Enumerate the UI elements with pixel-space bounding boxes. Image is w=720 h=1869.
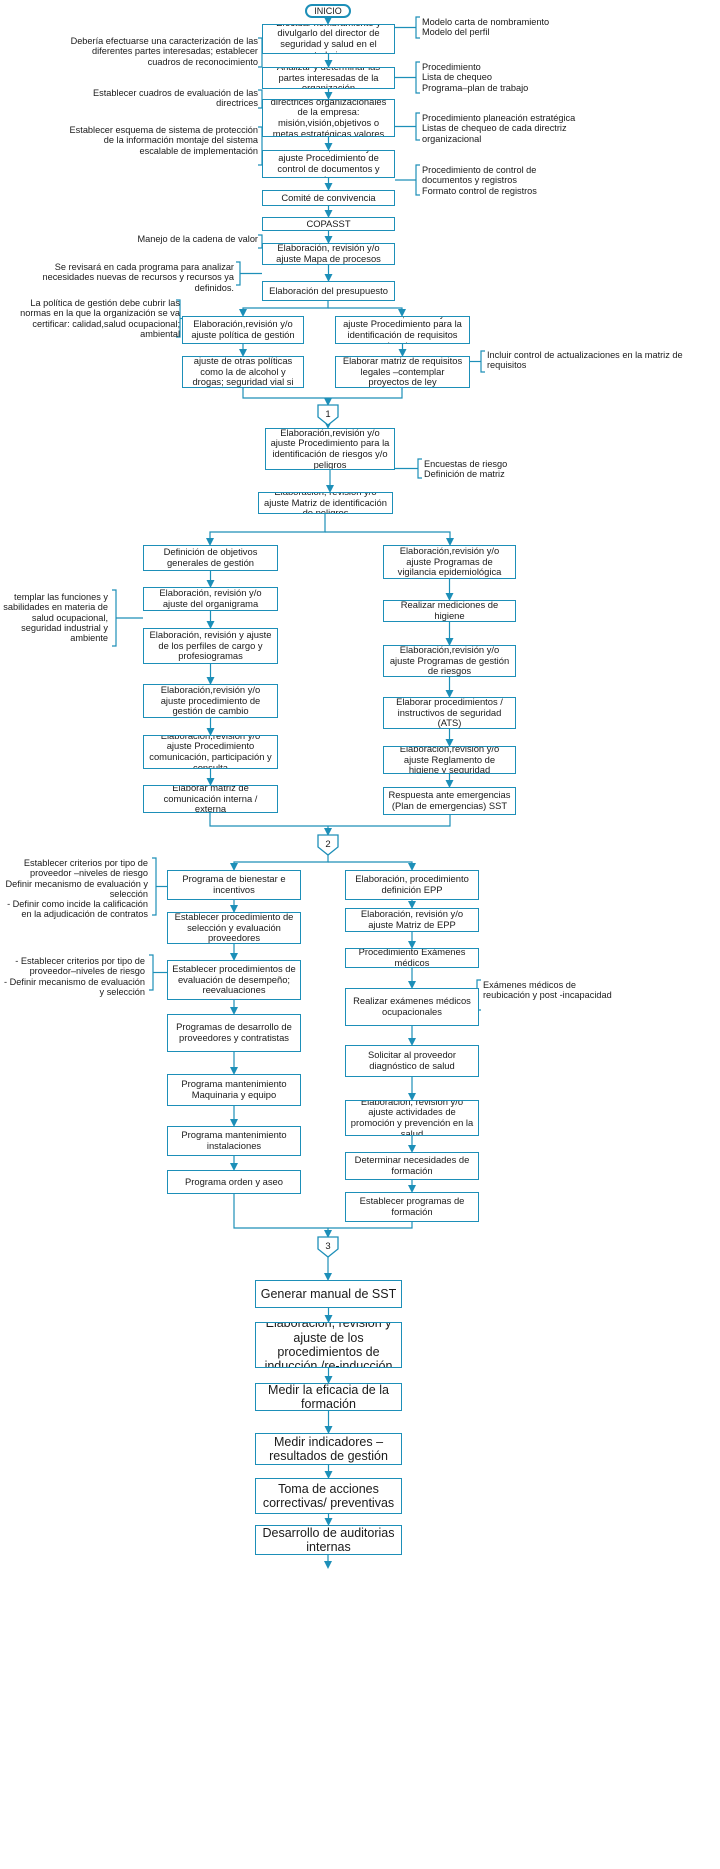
- process-step-10: Elaboración,revisión y/o ajuste Procedim…: [335, 316, 470, 344]
- process-step-5: Comité de convivencia: [262, 190, 395, 206]
- process-step-30: Programas de desarrollo de proveedores y…: [167, 1014, 301, 1052]
- process-step-9: Elaboración,revisión y/o ajuste política…: [182, 316, 304, 344]
- process-step-33: Programa orden y aseo: [167, 1170, 301, 1194]
- annotation-note-15: - Establecer criterios por tipo de prove…: [4, 956, 145, 997]
- process-step-4: Elaboración,revisión y/o ajuste Procedim…: [262, 150, 395, 178]
- process-step-46: Toma de acciones correctivas/ preventiva…: [255, 1478, 402, 1514]
- process-step-42: Generar manual de SST: [255, 1280, 402, 1308]
- process-step-43: Elaboración, revisión y ajuste de los pr…: [255, 1322, 402, 1368]
- annotation-note-14: Establecer criterios por tipo de proveed…: [5, 858, 148, 920]
- process-step-27: Programa de bienestar e incentivos: [167, 870, 301, 900]
- process-step-15: Definición de objetivos generales de ges…: [143, 545, 278, 571]
- process-step-22: Realizar mediciones de higiene: [383, 600, 516, 622]
- process-step-6: COPASST: [262, 217, 395, 231]
- svg-text:2: 2: [325, 839, 330, 850]
- annotation-note-1: Modelo carta de nombramiento Modelo del …: [422, 17, 550, 38]
- process-step-32: Programa mantenimiento instalaciones: [167, 1126, 301, 1156]
- page-connector-3: 3: [317, 1236, 339, 1258]
- annotation-note-10: La política de gestión debe cubrir las n…: [20, 298, 180, 339]
- process-step-12: Elaborar matriz de requisitos legales –c…: [335, 356, 470, 388]
- annotation-note-12: Encuestas de riesgo Definición de matriz: [424, 459, 508, 480]
- annotation-note-5: Procedimiento planeación estratégica Lis…: [422, 113, 576, 144]
- annotation-note-3: Procedimiento Lista de chequeo Programa–…: [422, 62, 529, 93]
- start-terminal: INICIO: [305, 4, 351, 18]
- process-step-25: Elaboración,revisión y/o ajuste Reglamen…: [383, 746, 516, 774]
- process-step-34: Elaboración, procedimiento definición EP…: [345, 870, 479, 900]
- annotation-note-13: templar las funciones y sabilidades en m…: [3, 592, 108, 644]
- process-step-38: Solicitar al proveedor diagnóstico de sa…: [345, 1045, 479, 1077]
- process-step-23: Elaboración,revisión y/o ajuste Programa…: [383, 645, 516, 677]
- process-step-35: Elaboración, revisión y/o ajuste Matriz …: [345, 908, 479, 932]
- svg-text:3: 3: [325, 1241, 330, 1252]
- annotation-note-7: Procedimiento de control de documentos y…: [422, 165, 537, 196]
- annotation-note-11: Incluir control de actualizaciones en la…: [487, 350, 683, 371]
- process-step-28: Establecer procedimiento de selección y …: [167, 912, 301, 944]
- process-step-39: Elaboración, revisión y/o ajuste activid…: [345, 1100, 479, 1136]
- process-step-11: Elaboración,revisión y/o ajuste de otras…: [182, 356, 304, 388]
- process-step-20: Elaborar matriz de comunicación interna …: [143, 785, 278, 813]
- process-step-47: Desarrollo de auditorias internas: [255, 1525, 402, 1555]
- process-step-31: Programa mantenimiento Maquinaria y equi…: [167, 1074, 301, 1106]
- process-step-26: Respuesta ante emergencias (Plan de emer…: [383, 787, 516, 815]
- process-step-14: Elaboración, revisión y/o ajuste Matriz …: [258, 492, 393, 514]
- process-step-41: Establecer programas de formación: [345, 1192, 479, 1222]
- process-step-7: Elaboración, revisión y/o ajuste Mapa de…: [262, 243, 395, 265]
- process-step-18: Elaboración,revisión y/o ajuste procedim…: [143, 684, 278, 718]
- annotation-note-4: Establecer cuadros de evaluación de las …: [93, 88, 258, 109]
- process-step-40: Determinar necesidades de formación: [345, 1152, 479, 1180]
- page-connector-1: 1: [317, 404, 339, 426]
- process-step-37: Realizar exámenes médicos ocupacionales: [345, 988, 479, 1026]
- process-step-44: Medir la eficacia de la formación: [255, 1383, 402, 1411]
- process-step-29: Establecer procedimientos de evaluación …: [167, 960, 301, 1000]
- annotation-note-16: Exámenes médicos de reubicación y post -…: [483, 980, 612, 1001]
- process-step-13: Elaboración,revisión y/o ajuste Procedim…: [265, 428, 395, 470]
- annotation-note-8: Manejo de la cadena de valor: [137, 234, 258, 244]
- svg-text:1: 1: [325, 409, 330, 420]
- process-step-2: Analizar y determinar las partes interes…: [262, 67, 395, 89]
- process-step-3: Revisar y analizar las directrices organ…: [262, 99, 395, 137]
- process-step-8: Elaboración del presupuesto: [262, 281, 395, 301]
- process-step-45: Medir indicadores –resultados de gestión: [255, 1433, 402, 1465]
- process-step-1: Efectuar nombramiento y divulgarlo del d…: [262, 24, 395, 54]
- process-step-36: Procedimiento Exámenes médicos: [345, 948, 479, 968]
- process-step-17: Elaboración, revisión y ajuste de los pe…: [143, 628, 278, 664]
- process-step-21: Elaboración,revisión y/o ajuste Programa…: [383, 545, 516, 579]
- page-connector-2: 2: [317, 834, 339, 856]
- annotation-note-6: Establecer esquema de sistema de protecc…: [69, 125, 258, 156]
- annotation-note-9: Se revisará en cada programa para analiz…: [42, 262, 234, 293]
- process-step-19: Elaboración,revisión y/o ajuste Procedim…: [143, 735, 278, 769]
- process-step-24: Elaborar procedimientos / instructivos d…: [383, 697, 516, 729]
- annotation-note-2: Debería efectuarse una caracterización d…: [70, 36, 258, 67]
- process-step-16: Elaboración, revisión y/o ajuste del org…: [143, 587, 278, 611]
